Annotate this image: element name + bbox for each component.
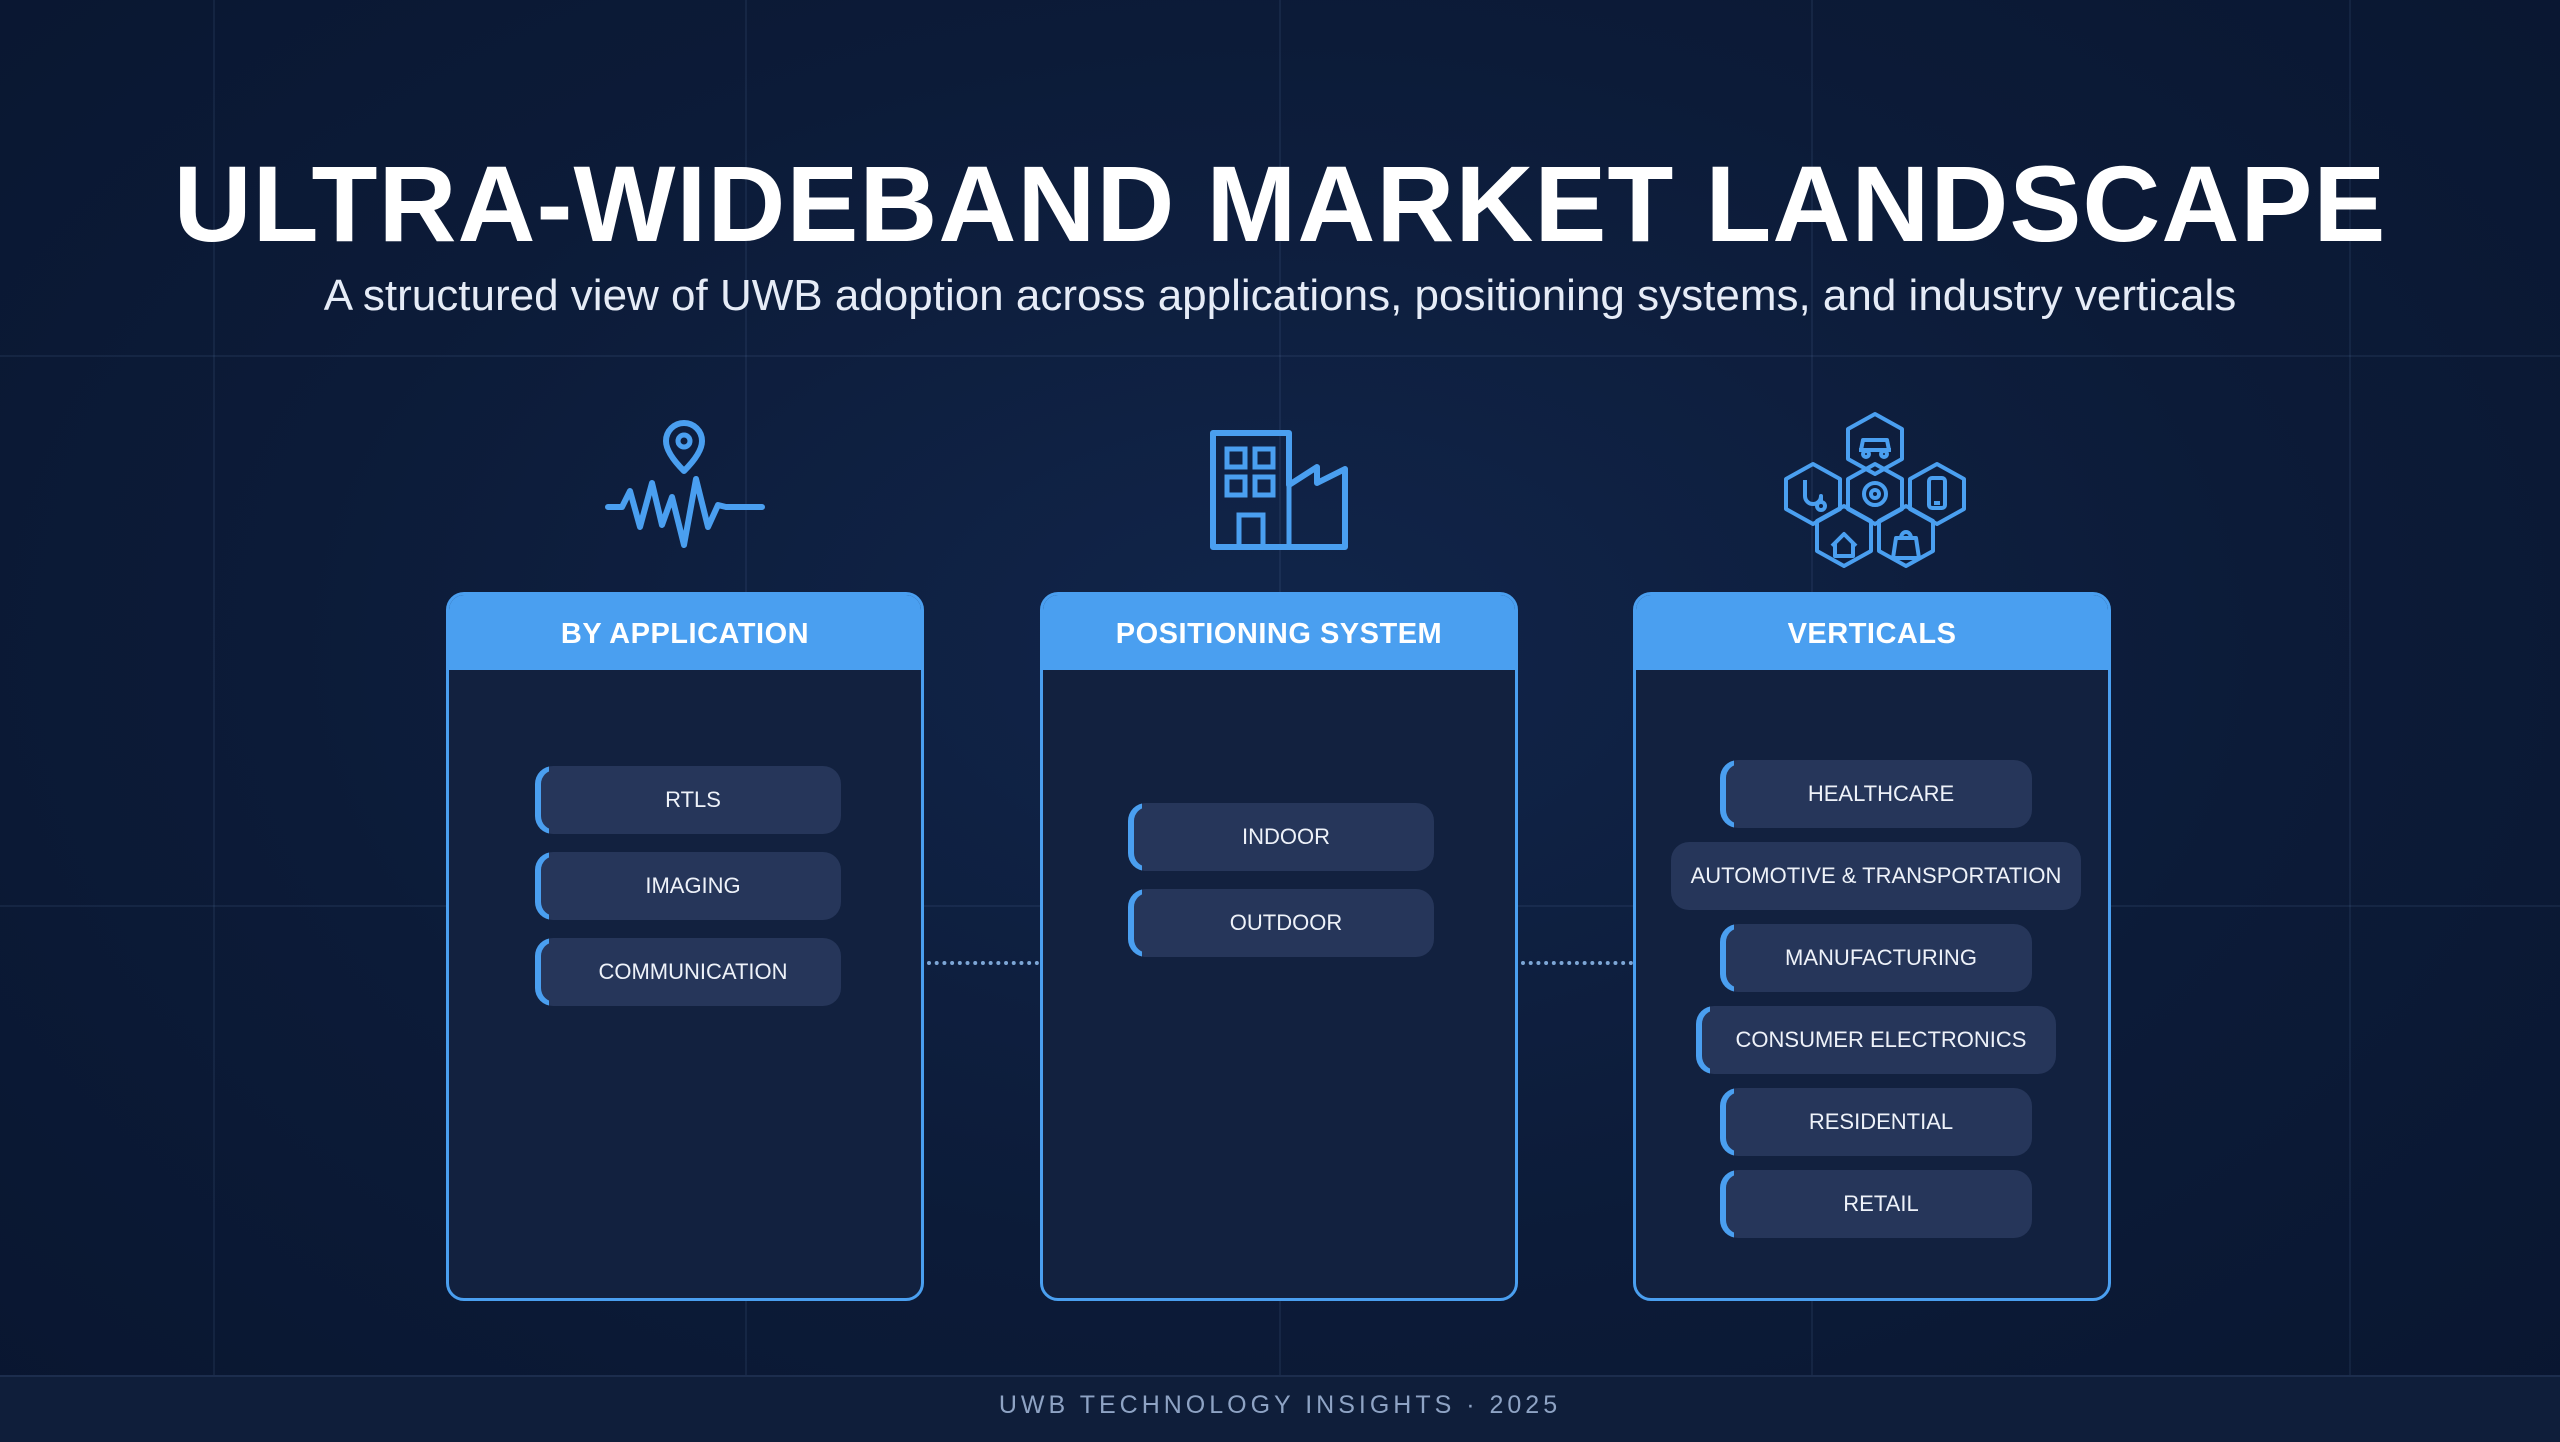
list-item-manufacturing: MANUFACTURING <box>1720 924 2032 992</box>
connector-line <box>927 961 1039 965</box>
pill-label: IMAGING <box>645 873 741 898</box>
pill-accent <box>1720 1088 1740 1156</box>
connector-line <box>1521 961 1633 965</box>
list-item-rtls: RTLS <box>535 766 841 834</box>
pill-label: INDOOR <box>1242 824 1330 849</box>
pill-accent <box>1696 1006 1716 1074</box>
pill-label: HEALTHCARE <box>1807 781 1955 806</box>
industry-hexagons-icon <box>1775 410 1975 570</box>
grid-line <box>0 355 2560 357</box>
page-subtitle: A structured view of UWB adoption across… <box>323 271 2237 320</box>
pill-accent <box>535 766 555 834</box>
list-item-residential: RESIDENTIAL <box>1720 1088 2032 1156</box>
list-item-healthcare: HEALTHCARE <box>1720 760 2032 828</box>
list-item-outdoor: OUTDOOR <box>1128 889 1434 957</box>
footer-bar <box>0 1375 2560 1442</box>
list-item-consumer-electronics: CONSUMER ELECTRONICS <box>1696 1006 2056 1074</box>
panel-header: POSITIONING SYSTEM <box>1043 595 1515 670</box>
panel-by-application: BY APPLICATION RTLS IMAGING COMMUNICATIO… <box>446 592 924 1301</box>
pill-accent <box>1128 889 1148 957</box>
pill-accent <box>1720 924 1740 992</box>
pill-accent <box>1128 803 1148 871</box>
panel-positioning-system: POSITIONING SYSTEM INDOOR OUTDOOR <box>1040 592 1518 1301</box>
pill-accent <box>1720 1170 1740 1238</box>
panel-verticals: VERTICALS HEALTHCARE AUTOMOTIVE & TRANSP… <box>1633 592 2111 1301</box>
pill-label: RESIDENTIAL <box>1808 1109 1954 1134</box>
pill-accent <box>535 852 555 920</box>
list-item-automotive: AUTOMOTIVE & TRANSPORTATION <box>1671 842 2081 910</box>
pill-label: MANUFACTURING <box>1785 945 1977 970</box>
building-icon <box>1205 425 1355 555</box>
pill-label: RTLS <box>665 787 721 812</box>
pill-accent <box>1720 760 1740 828</box>
grid-line <box>2349 0 2351 1375</box>
list-item-communication: COMMUNICATION <box>535 938 841 1006</box>
pill-accent <box>535 938 555 1006</box>
location-pulse-icon <box>600 415 770 565</box>
list-item-retail: RETAIL <box>1720 1170 2032 1238</box>
footer-text: UWB TECHNOLOGY INSIGHTS · 2025 <box>998 1391 1562 1419</box>
list-item-indoor: INDOOR <box>1128 803 1434 871</box>
page-title: ULTRA-WIDEBAND MARKET LANDSCAPE <box>173 143 2387 264</box>
pill-label: AUTOMOTIVE & TRANSPORTATION <box>1690 863 2062 888</box>
panel-header: VERTICALS <box>1636 595 2108 670</box>
pill-label: OUTDOOR <box>1229 910 1343 935</box>
panel-header: BY APPLICATION <box>449 595 921 670</box>
grid-line <box>213 0 215 1375</box>
pill-label: RETAIL <box>1843 1191 1919 1216</box>
pill-label: CONSUMER ELECTRONICS <box>1735 1027 2027 1052</box>
pill-label: COMMUNICATION <box>598 959 788 984</box>
list-item-imaging: IMAGING <box>535 852 841 920</box>
